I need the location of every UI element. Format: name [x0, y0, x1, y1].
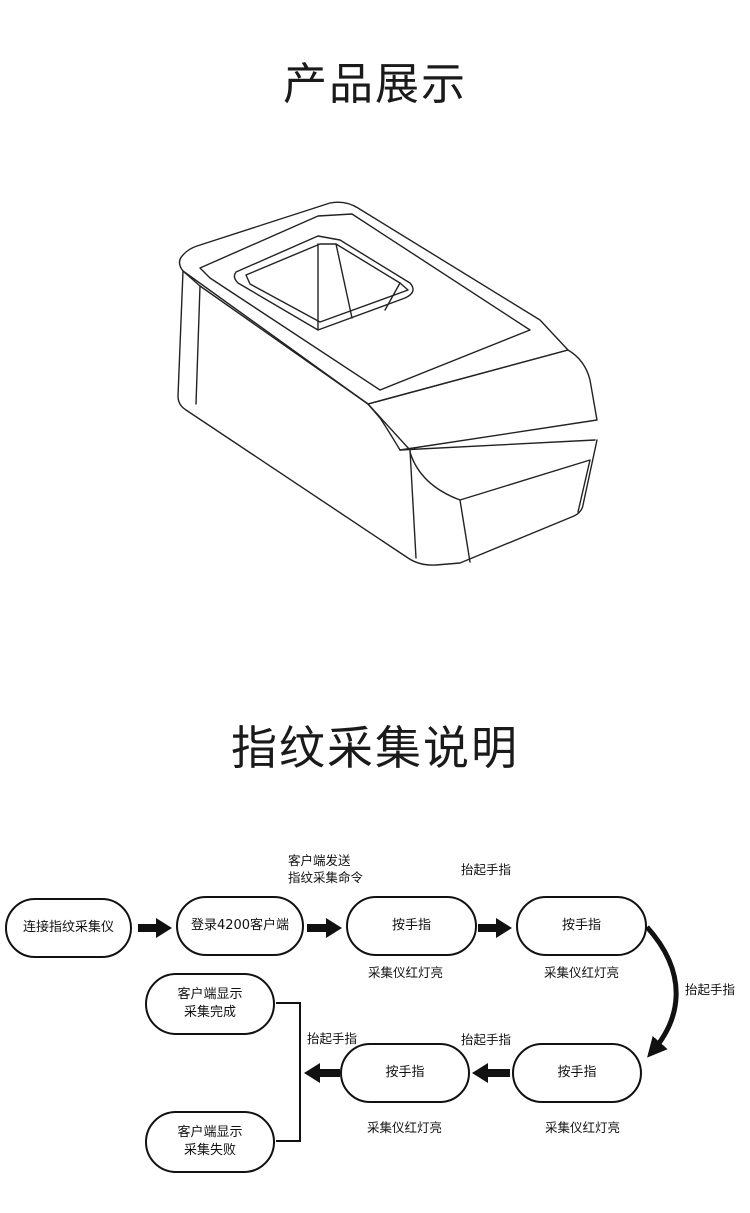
node-collect-complete-line1: 客户端显示 — [177, 987, 243, 1002]
label-lift-finger-right: 抬起手指 — [685, 982, 736, 997]
node-press-finger-3: 按手指 — [340, 1043, 470, 1103]
label-red-light-1: 采集仪红灯亮 — [368, 965, 444, 980]
label-lift-finger-top: 抬起手指 — [461, 862, 512, 877]
fingerprint-instructions-title: 指纹采集说明 — [231, 721, 519, 775]
arrow-connect-to-login — [138, 918, 172, 938]
node-press-finger-1-label: 按手指 — [391, 918, 431, 933]
arrow-press2-to-press4 — [645, 925, 679, 1058]
node-collect-complete: 客户端显示 采集完成 — [145, 973, 275, 1035]
node-login-client-label: 登录4200客户端 — [190, 918, 290, 933]
arrow-login-to-press1 — [307, 918, 342, 938]
node-collect-complete-line2: 采集完成 — [183, 1005, 236, 1020]
label-red-light-3: 采集仪红灯亮 — [367, 1120, 443, 1135]
label-client-send-line1: 客户端发送 — [288, 853, 351, 868]
node-press-finger-4-label: 按手指 — [557, 1065, 597, 1080]
label-lift-finger-mid-left: 抬起手指 — [307, 1031, 358, 1046]
label-red-light-2: 采集仪红灯亮 — [544, 965, 620, 980]
node-press-finger-3-label: 按手指 — [385, 1065, 425, 1080]
label-red-light-4: 采集仪红灯亮 — [545, 1120, 621, 1135]
product-showcase-title: 产品展示 — [283, 59, 467, 110]
node-login-client: 登录4200客户端 — [176, 896, 304, 956]
label-client-send-command: 客户端发送 指纹采集命令 — [288, 852, 363, 886]
node-collect-failed: 客户端显示 采集失败 — [145, 1111, 275, 1173]
arrow-press1-to-press2 — [478, 918, 512, 938]
node-press-finger-4: 按手指 — [512, 1043, 642, 1103]
arrow-press4-to-press3 — [472, 1063, 510, 1083]
node-collect-failed-line2: 采集失败 — [183, 1143, 236, 1158]
node-press-finger-1: 按手指 — [346, 896, 477, 956]
label-lift-finger-mid-right: 抬起手指 — [461, 1032, 512, 1047]
node-press-finger-2-label: 按手指 — [561, 918, 601, 933]
label-client-send-line2: 指纹采集命令 — [288, 870, 364, 885]
node-press-finger-2: 按手指 — [516, 896, 647, 956]
node-connect-scanner: 连接指纹采集仪 — [5, 898, 132, 958]
node-collect-failed-line1: 客户端显示 — [177, 1125, 243, 1140]
node-connect-scanner-label: 连接指纹采集仪 — [22, 920, 114, 935]
arrow-press3-to-branch — [304, 1063, 340, 1083]
branch-bracket — [276, 1002, 301, 1142]
